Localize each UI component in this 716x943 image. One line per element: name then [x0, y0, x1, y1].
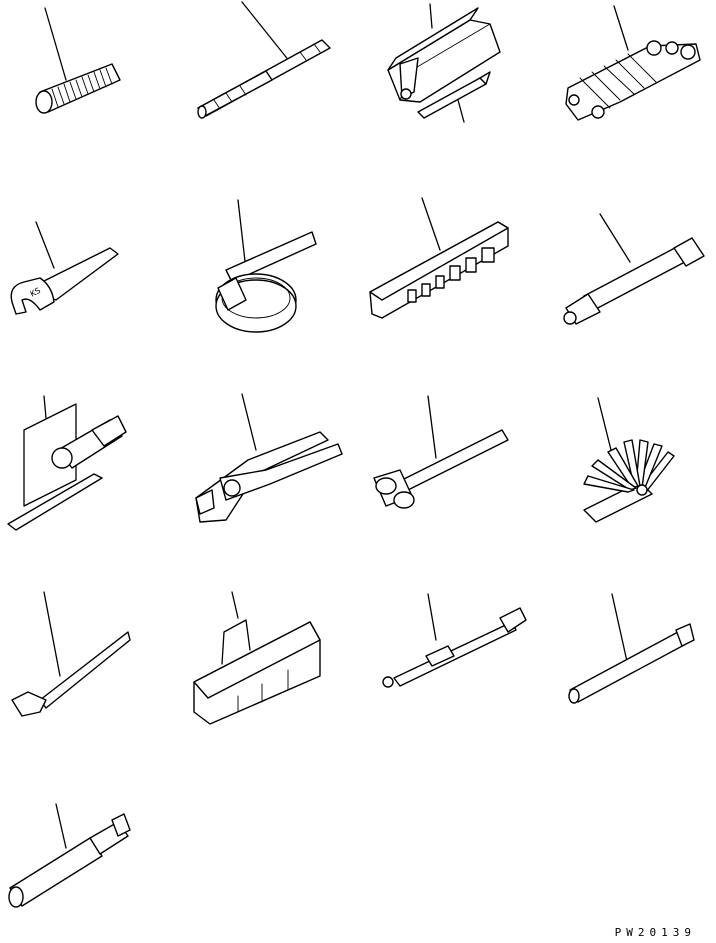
- grease-nozzle-icon: [9, 804, 130, 907]
- hammer-icon: [374, 396, 508, 508]
- pry-bar-icon: [12, 592, 130, 716]
- filter-wrench-icon: [216, 200, 316, 332]
- feeler-gauge-icon: [584, 398, 674, 522]
- svg-text:KS: KS: [29, 286, 42, 299]
- socket-set-icon: [370, 198, 508, 318]
- screwdriver-grip-icon: [8, 396, 126, 530]
- extension-wrench-icon: [383, 594, 526, 687]
- adjustable-wrench-icon: KS: [11, 222, 118, 314]
- pliers-icon: [196, 394, 342, 522]
- coil-grip-icon: [36, 8, 120, 113]
- wrench-set-icon: [566, 6, 700, 120]
- tool-bag-icon: [194, 592, 320, 724]
- tool-case-icon: [388, 4, 500, 122]
- grease-pipe-icon: [569, 594, 694, 703]
- socket-handle-icon: [564, 214, 704, 324]
- screwdriver-icon: [198, 2, 330, 118]
- drawing-code-label: PW20139: [614, 926, 696, 939]
